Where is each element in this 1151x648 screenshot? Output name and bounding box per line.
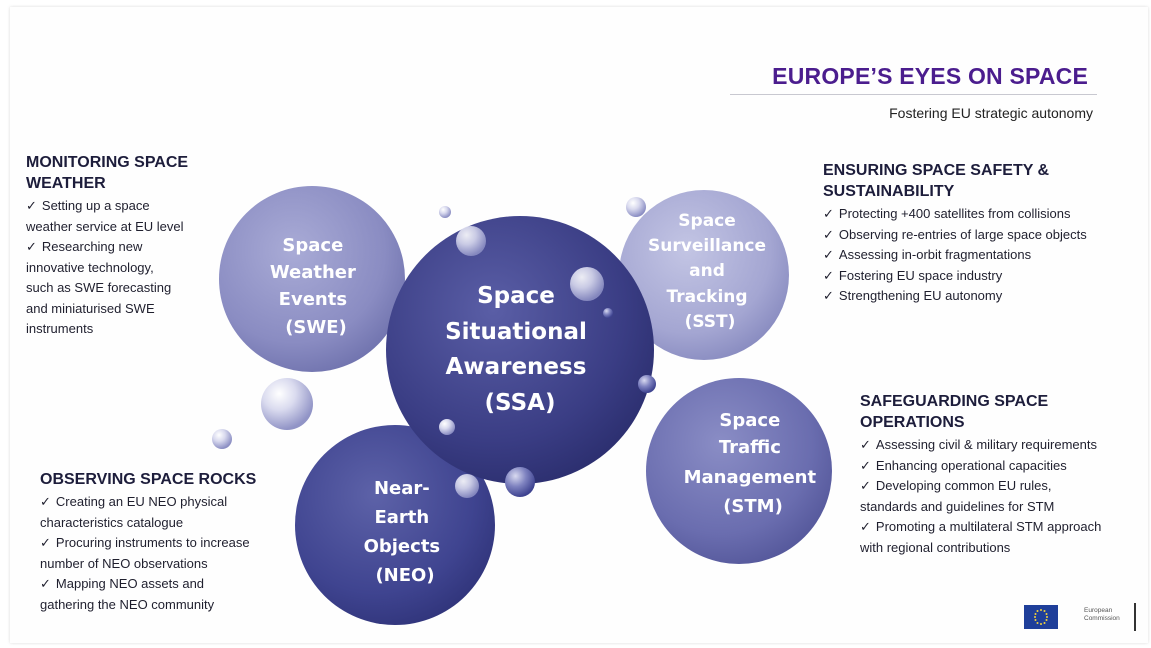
check-icon: ✓ [860, 437, 871, 452]
stm-label: Space Traffic Management (STM) [684, 410, 823, 517]
bubble-decoration [212, 429, 232, 449]
logo-divider [1134, 603, 1136, 631]
neo-label: Near- Earth Objects (NEO) [364, 478, 447, 586]
check-icon: ✓ [823, 288, 834, 303]
ec-logo-text: European Commission [1084, 607, 1120, 622]
list-item: ✓Assessing civil & military requirements [860, 437, 1097, 452]
list-item: ✓Fostering EU space industry [823, 267, 1003, 283]
neo-text-block: OBSERVING SPACE ROCKS ✓Creating an EU NE… [40, 469, 330, 615]
slide-subtitle: Fostering EU strategic autonomy [889, 105, 1093, 121]
stm-heading: SAFEGUARDING SPACE OPERATIONS [860, 393, 1049, 431]
bubble-decoration [603, 308, 613, 318]
check-icon: ✓ [26, 239, 37, 254]
check-icon: ✓ [823, 226, 834, 242]
sst-circle [619, 190, 789, 360]
check-icon: ✓ [40, 494, 51, 509]
bubble-decoration [570, 267, 604, 301]
title-divider [730, 94, 1097, 95]
swe-circle [219, 186, 405, 372]
check-icon: ✓ [823, 247, 834, 262]
sst-label: Space Surveillance and Tracking (SST) [648, 211, 772, 332]
list-item: ✓Observing re-entries of large space obj… [823, 226, 1087, 242]
eu-flag-icon [1024, 605, 1058, 629]
ssa-label: Space Situational Awareness (SSA) [445, 283, 595, 416]
list-item: ✓Assessing in-orbit fragmentations [823, 247, 1032, 262]
slide-title: EUROPE’S EYES ON SPACE [772, 63, 1088, 89]
check-icon: ✓ [40, 576, 51, 591]
sst-heading: ENSURING SPACE SAFETY & SUSTAINABILITY [823, 162, 1050, 200]
check-icon: ✓ [823, 206, 834, 221]
check-icon: ✓ [823, 267, 834, 283]
swe-text-block: MONITORING SPACE WEATHER ✓Setting up a s… [26, 152, 241, 340]
check-icon: ✓ [860, 519, 871, 534]
bubble-decoration [439, 419, 455, 435]
list-item: ✓Enhancing operational capacities [860, 457, 1067, 473]
bubble-decoration [505, 467, 535, 497]
list-item: ✓Strengthening EU autonomy [823, 288, 1003, 303]
circles-diagram: Space Situational Awareness (SSA) Space … [212, 186, 832, 625]
bubble-decoration [638, 375, 656, 393]
bubble-decoration [439, 206, 451, 218]
list-item: ✓Protecting +400 satellites from collisi… [823, 206, 1071, 221]
stm-text-block: SAFEGUARDING SPACE OPERATIONS ✓Assessing… [860, 391, 1148, 558]
check-icon: ✓ [40, 535, 51, 550]
stm-list: ✓Assessing civil & military requirements… [860, 435, 1148, 558]
stm-circle [646, 378, 832, 564]
list-item: ✓Developing common EU rules,standards an… [860, 478, 1055, 514]
check-icon: ✓ [860, 457, 871, 473]
ssa-circle [386, 216, 654, 484]
bubble-decoration [626, 197, 646, 217]
swe-heading: MONITORING SPACE WEATHER [26, 154, 189, 192]
check-icon: ✓ [860, 478, 871, 493]
check-icon: ✓ [26, 198, 37, 213]
neo-circle [295, 425, 495, 625]
sst-list: ✓Protecting +400 satellites from collisi… [823, 204, 1148, 307]
bubble-decoration [455, 474, 479, 498]
sst-text-block: ENSURING SPACE SAFETY & SUSTAINABILITY ✓… [823, 160, 1148, 307]
european-commission-logo: European Commission [1016, 603, 1142, 633]
slide: EUROPE’S EYES ON SPACE Fostering EU stra… [10, 7, 1148, 643]
swe-label: Space Weather Events (SWE) [270, 235, 362, 338]
bubble-decoration [261, 378, 313, 430]
bubble-decoration [456, 226, 486, 256]
neo-heading: OBSERVING SPACE ROCKS [40, 471, 257, 488]
